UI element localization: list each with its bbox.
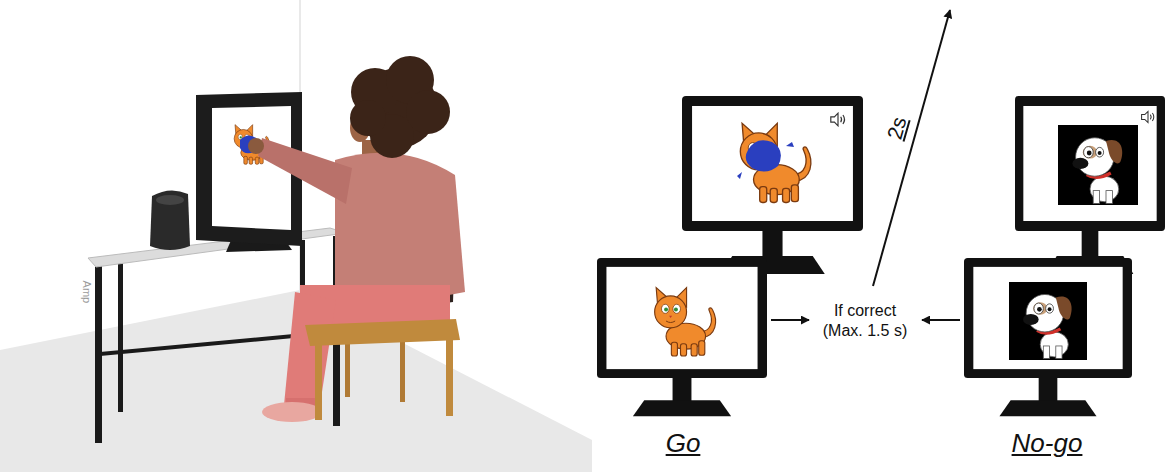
task-sequence — [597, 10, 1165, 416]
nogo-monitor — [964, 258, 1132, 416]
speaker — [150, 190, 190, 250]
dog-image — [1058, 125, 1138, 205]
sound-icon — [1142, 111, 1154, 122]
sound-icon — [831, 113, 845, 126]
table — [88, 228, 346, 443]
artist-signature: Amp — [79, 281, 93, 304]
feedback-monitor — [1015, 96, 1165, 274]
floor — [0, 290, 592, 472]
flow-arrow — [922, 319, 960, 321]
chair-seat — [305, 319, 460, 420]
dog-image — [1009, 282, 1087, 360]
feedback-monitor — [682, 96, 863, 274]
condition-title: No-go — [1012, 427, 1083, 460]
child-figure — [248, 56, 465, 422]
room-scene — [0, 0, 592, 472]
cat-image — [655, 288, 716, 356]
delay-label: 2s — [881, 114, 912, 143]
flow-arrow — [771, 319, 809, 321]
paint-splash — [737, 140, 794, 179]
delay-arrow — [873, 10, 950, 286]
condition-label: If correct (Max. 1.5 s) — [815, 301, 915, 341]
condition-title: Go — [666, 427, 701, 460]
go-monitor — [597, 258, 767, 416]
desk-monitor — [196, 92, 302, 252]
